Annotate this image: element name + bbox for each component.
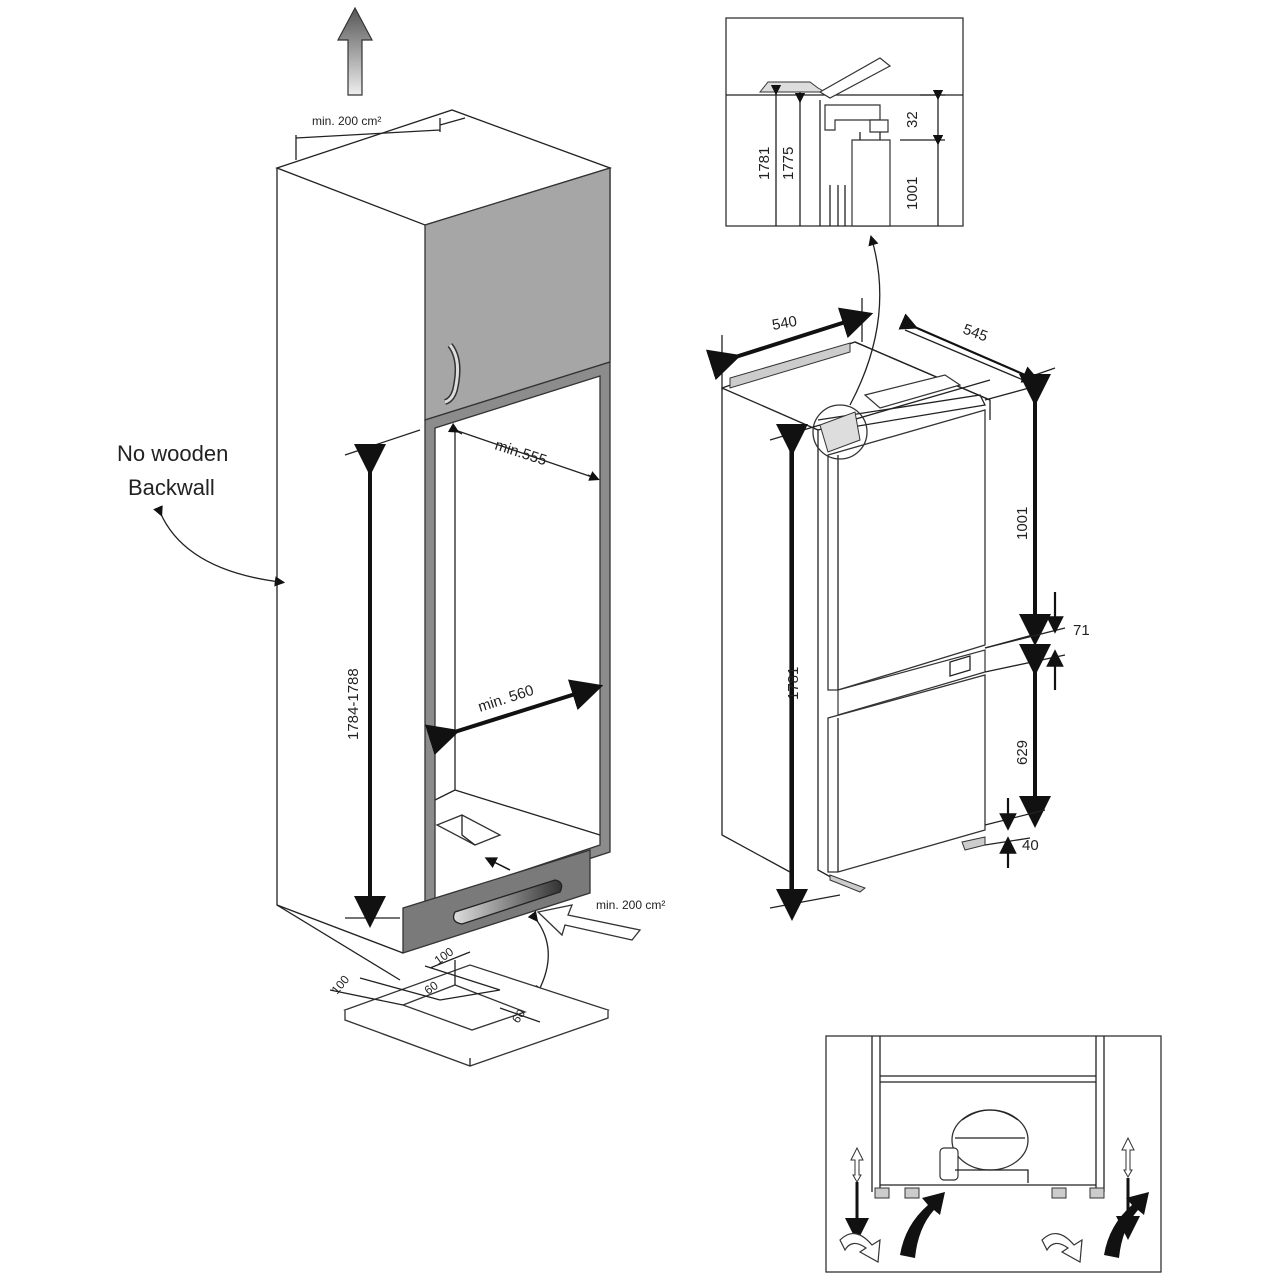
vent-bottom-label: min. 200 cm² <box>596 898 665 912</box>
detail-height-1775: 1775 <box>780 147 797 180</box>
backwall-pointer-arrow <box>153 505 286 587</box>
backwall-note-line1: No wooden <box>117 441 228 466</box>
cabinet-drawing: min.555 min. 560 1784-1788 min. 200 cm² … <box>117 6 665 997</box>
niche-height-label: 1784-1788 <box>345 668 362 740</box>
detail-height-32: 32 <box>904 111 921 128</box>
vent-top-label: min. 200 cm² <box>312 114 381 128</box>
airflow-in-left-icon <box>839 1233 881 1263</box>
width-label: 540 <box>771 313 799 334</box>
air-inlet-arrow-icon <box>536 904 642 941</box>
lower-door-height-label: 629 <box>1014 740 1031 765</box>
height-label: 1781 <box>785 667 802 700</box>
adjust-arrow-right-icon <box>1121 1136 1135 1179</box>
lower-door <box>827 674 986 873</box>
gap-label: 71 <box>1073 622 1090 639</box>
plinth-height-label: 40 <box>1022 837 1039 854</box>
appliance-drawing: 540 545 1781 1001 71 629 40 <box>705 235 1090 921</box>
upper-door-height-label: 1001 <box>1014 507 1031 540</box>
min-depth-label: min.555 <box>493 437 549 470</box>
base-plate: 100 100 60 60 <box>329 944 611 1067</box>
depth-label: 545 <box>961 321 990 346</box>
backwall-note-line2: Backwall <box>128 475 215 500</box>
plinth-vent <box>452 879 563 925</box>
detail-height-1781: 1781 <box>756 147 773 180</box>
upper-door <box>827 409 986 691</box>
hinge-detail-box: 1781 1775 32 1001 <box>725 17 964 227</box>
air-outlet-arrow-icon <box>337 6 373 96</box>
airflow-out-left-icon <box>900 1192 945 1258</box>
airflow-out-right-icon <box>1104 1192 1149 1258</box>
base-dim-2: 100 <box>432 944 457 967</box>
detail-height-1001: 1001 <box>904 177 921 210</box>
leveling-detail-box <box>825 1035 1162 1273</box>
airflow-in-right-icon <box>1041 1233 1083 1263</box>
